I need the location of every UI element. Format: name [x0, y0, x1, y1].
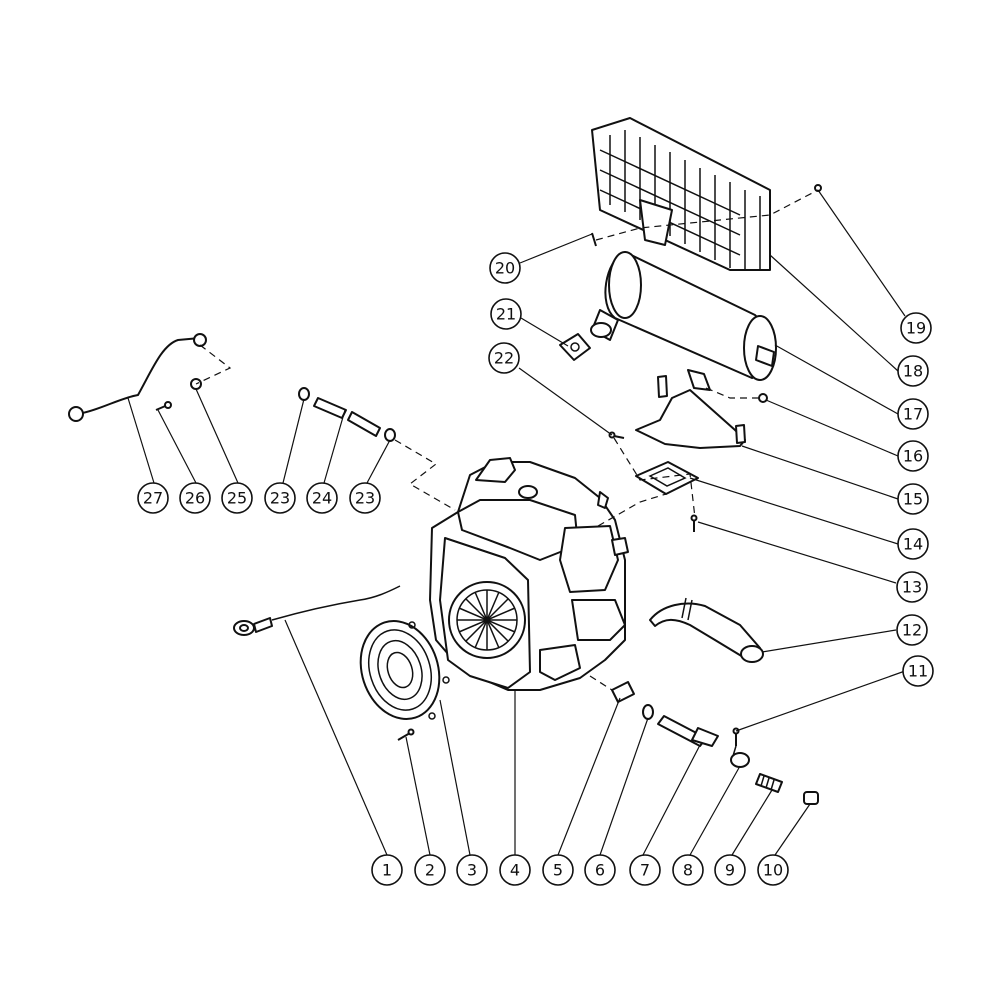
fuel-hose [68, 333, 207, 422]
callout-12: 12 [896, 614, 928, 646]
callout-label: 25 [227, 489, 247, 508]
callout-3: 3 [456, 854, 488, 886]
spacer-tube [657, 715, 719, 747]
callout-label: 16 [903, 447, 923, 466]
callout-label: 21 [496, 305, 516, 324]
callout-21: 21 [490, 298, 522, 330]
callout-label: 3 [467, 861, 477, 880]
callout-17: 17 [897, 398, 929, 430]
callout-label: 26 [185, 489, 205, 508]
callout-18: 18 [897, 355, 929, 387]
callout-label: 14 [903, 535, 923, 554]
callout-label: 4 [510, 861, 520, 880]
callout-label: 7 [640, 861, 650, 880]
callout-24: 24 [306, 482, 338, 514]
ignition-cable [233, 585, 401, 636]
o-ring-23b [384, 428, 396, 442]
callout-25: 25 [221, 482, 253, 514]
o-ring-23a [298, 387, 310, 401]
callout-10: 10 [757, 854, 789, 886]
callout-label: 10 [763, 861, 783, 880]
callout-20: 20 [489, 252, 521, 284]
screw-13 [690, 514, 698, 532]
callout-label: 8 [683, 861, 693, 880]
callout-label: 20 [495, 259, 515, 278]
callout-label: 2 [425, 861, 435, 880]
callout-19: 19 [900, 312, 932, 344]
callout-2: 2 [414, 854, 446, 886]
mounting-plate [635, 461, 699, 495]
callout-8: 8 [672, 854, 704, 886]
callout-5: 5 [542, 854, 574, 886]
o-ring-6 [642, 704, 654, 720]
fitting-9 [755, 773, 783, 793]
sleeve-24 [313, 397, 381, 437]
pin-20 [591, 232, 597, 247]
callout-27: 27 [137, 482, 169, 514]
callout-16: 16 [897, 440, 929, 472]
callout-label: 6 [595, 861, 605, 880]
callout-9: 9 [714, 854, 746, 886]
muffler-heat-shield [591, 117, 771, 271]
callout-label: 24 [312, 489, 332, 508]
fan-guard [359, 620, 450, 720]
callout-13: 13 [896, 571, 928, 603]
callout-label: 17 [903, 405, 923, 424]
callout-23-right: 23 [349, 482, 381, 514]
tail-pipe [649, 597, 764, 663]
leader-lines [127, 189, 906, 856]
assembly-lines [195, 189, 819, 691]
callout-22: 22 [488, 342, 520, 374]
callout-label: 22 [494, 349, 514, 368]
callout-label: 12 [902, 621, 922, 640]
callout-6: 6 [584, 854, 616, 886]
clamp-8 [730, 745, 750, 768]
callout-label: 18 [903, 362, 923, 381]
callout-label: 1 [382, 861, 392, 880]
muffler-bracket [635, 375, 746, 449]
callout-23-left: 23 [264, 482, 296, 514]
callout-label: 15 [903, 490, 923, 509]
callout-4: 4 [499, 854, 531, 886]
callout-1: 1 [371, 854, 403, 886]
fitting-nipple [611, 681, 635, 703]
callout-14: 14 [897, 528, 929, 560]
callout-label: 5 [553, 861, 563, 880]
fan-guard-screw [397, 728, 415, 741]
exhaust-gasket [559, 333, 591, 361]
cap-10 [803, 791, 819, 805]
engine-assembly [429, 457, 629, 691]
callout-label: 27 [143, 489, 163, 508]
callout-label: 9 [725, 861, 735, 880]
callout-label: 11 [908, 662, 928, 681]
callout-label: 23 [355, 489, 375, 508]
callout-15: 15 [897, 483, 929, 515]
callout-26: 26 [179, 482, 211, 514]
muffler [590, 251, 777, 391]
callout-label: 19 [906, 319, 926, 338]
nut-16 [758, 393, 768, 403]
screw-11 [732, 727, 740, 746]
callout-label: 13 [902, 578, 922, 597]
callout-11: 11 [902, 655, 934, 687]
callout-label: 23 [270, 489, 290, 508]
callout-7: 7 [629, 854, 661, 886]
bolt-26 [155, 401, 172, 411]
